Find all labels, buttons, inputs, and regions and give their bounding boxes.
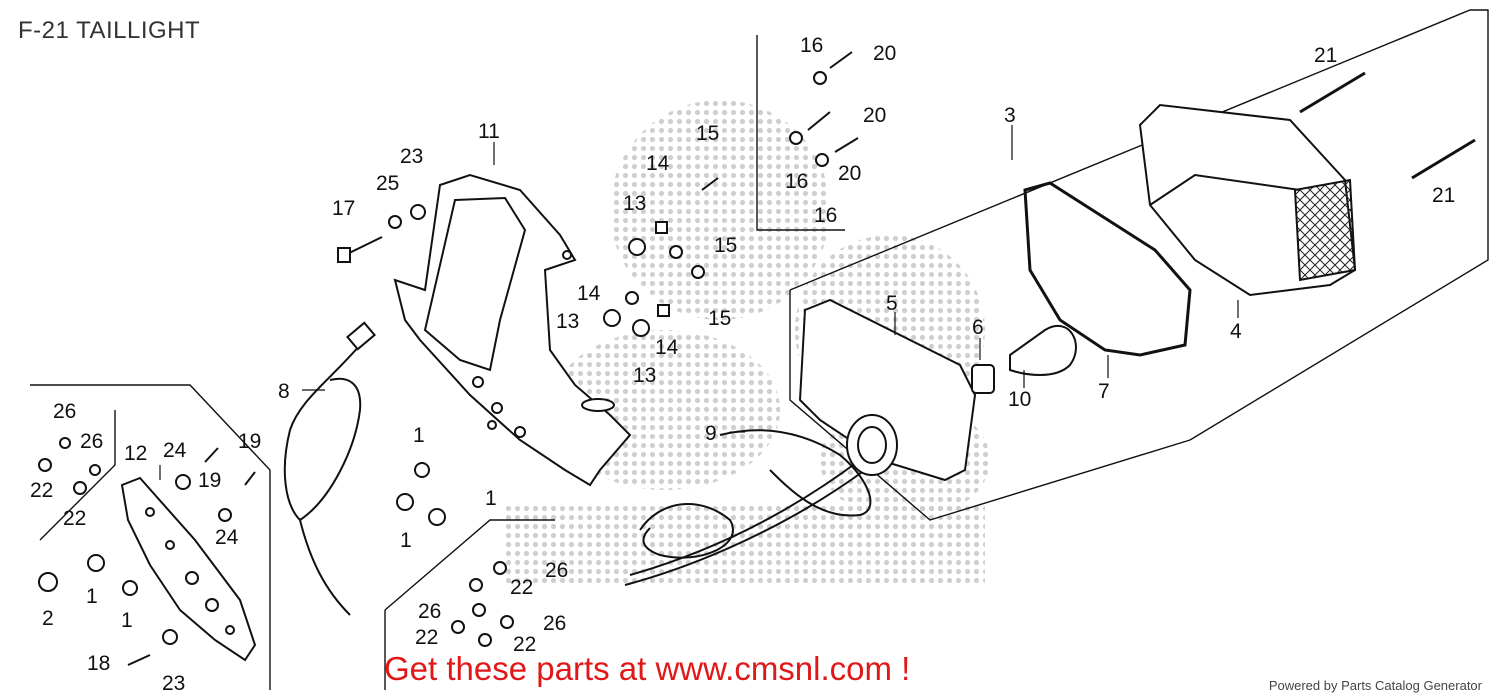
part-4-lens	[1138, 103, 1357, 297]
callout: 15	[714, 234, 737, 257]
part-9-harness	[624, 429, 872, 586]
part-21-screws	[1299, 71, 1476, 180]
callout: 26	[545, 559, 568, 582]
callout: 13	[633, 364, 656, 387]
callout: 21	[1314, 44, 1337, 67]
callout: 26	[80, 430, 103, 453]
leader-lines	[159, 125, 1239, 480]
callout: 16	[785, 170, 808, 193]
callout: 20	[838, 162, 861, 185]
callout: 22	[30, 479, 53, 502]
callout: 4	[1230, 320, 1242, 343]
callout: 22	[513, 633, 536, 656]
callout: 5	[886, 292, 898, 315]
part-8-wire	[283, 321, 376, 616]
callout: 19	[238, 430, 261, 453]
callout: 23	[162, 672, 185, 695]
callout: 7	[1098, 380, 1110, 403]
callout: 17	[332, 197, 355, 220]
callout: 22	[510, 576, 533, 599]
callout: 21	[1432, 184, 1455, 207]
callout: 9	[705, 422, 717, 445]
callout: 6	[972, 316, 984, 339]
callout: 26	[53, 400, 76, 423]
callouts: 1 1 1 1 1 2 3 4 5 6 7 8 9 10 11 12 13 13…	[30, 34, 1455, 695]
callout: 24	[163, 439, 187, 462]
part-11-bracket	[393, 173, 632, 487]
callout: 14	[655, 336, 679, 359]
callout: 15	[696, 122, 719, 145]
callout: 16	[814, 204, 837, 227]
callout: 16	[800, 34, 823, 57]
callout: 13	[623, 192, 646, 215]
callout: 22	[63, 507, 86, 530]
callout: 20	[863, 104, 886, 127]
callout: 1	[86, 585, 98, 608]
callout: 15	[708, 307, 731, 330]
watermark-logo	[505, 100, 990, 583]
callout: 3	[1004, 104, 1016, 127]
call-to-action-link[interactable]: Get these parts at www.cmsnl.com !	[384, 650, 911, 687]
callout: 25	[376, 172, 399, 195]
callout: 26	[543, 612, 566, 635]
callout: 23	[400, 145, 423, 168]
callout: 10	[1008, 388, 1031, 411]
callout: 1	[400, 529, 412, 552]
callout: 2	[42, 607, 54, 630]
callout: 20	[873, 42, 896, 65]
callout: 13	[556, 310, 579, 333]
callout: 19	[198, 469, 221, 492]
callout: 11	[478, 120, 500, 143]
callout: 1	[413, 424, 425, 447]
callout: 1	[485, 487, 497, 510]
part-7-gasket	[1023, 181, 1192, 357]
callout: 18	[87, 652, 110, 675]
callout: 14	[646, 152, 670, 175]
part-6-10-socket-bulb	[971, 324, 1077, 394]
callout: 22	[415, 626, 438, 649]
callout: 14	[577, 282, 601, 305]
hardware-fasteners	[38, 51, 859, 666]
callout: 8	[278, 380, 290, 403]
part-5-housing	[798, 298, 977, 482]
credit-text: Powered by Parts Catalog Generator	[1268, 678, 1482, 693]
callout: 26	[418, 600, 441, 623]
callout: 12	[124, 442, 147, 465]
part-12-plate-bracket	[120, 476, 257, 662]
callout: 24	[215, 526, 239, 549]
callout: 1	[121, 609, 133, 632]
page-title: F-21 TAILLIGHT	[18, 17, 201, 44]
